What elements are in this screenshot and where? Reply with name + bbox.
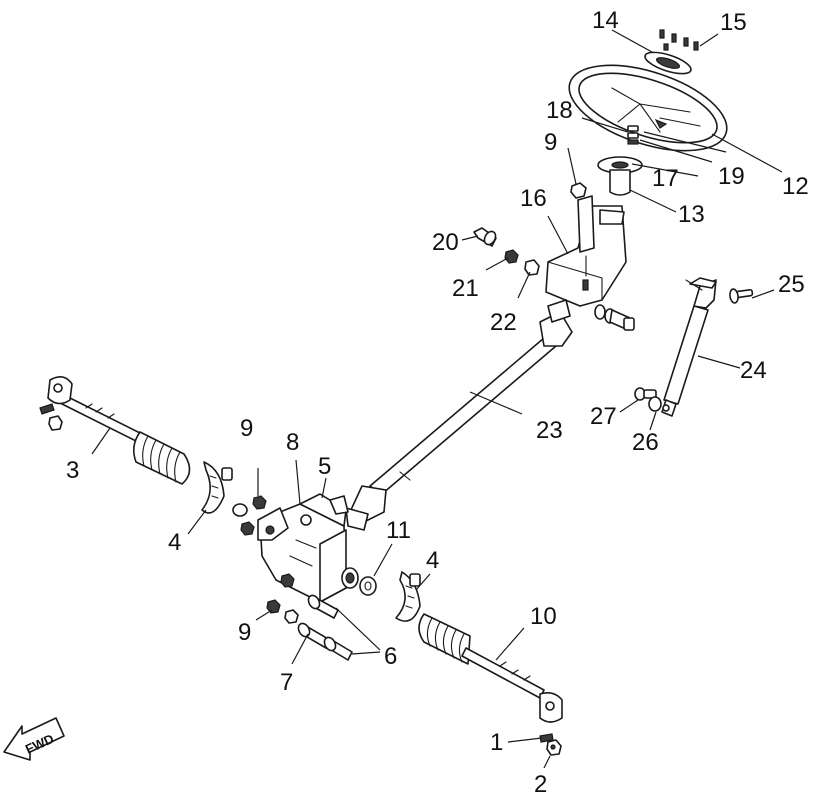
rack-upper-nuts bbox=[232, 495, 267, 536]
steering-rack bbox=[257, 493, 359, 603]
callout-25: 25 bbox=[778, 271, 805, 298]
cap-screws bbox=[659, 29, 699, 51]
callout-3: 3 bbox=[66, 457, 79, 484]
callout-10: 10 bbox=[530, 603, 557, 630]
callout-4-left: 4 bbox=[168, 529, 181, 556]
column-flange bbox=[597, 156, 643, 196]
callout-15: 15 bbox=[720, 9, 747, 36]
callout-9-column: 9 bbox=[544, 129, 557, 156]
callout-27: 27 bbox=[590, 403, 617, 430]
rack-lower-nuts bbox=[266, 573, 299, 624]
callout-8: 8 bbox=[286, 429, 299, 456]
callout-19: 19 bbox=[718, 163, 745, 190]
callout-4-right: 4 bbox=[426, 547, 439, 574]
callout-17: 17 bbox=[652, 165, 679, 192]
bracket-side-bolt bbox=[594, 304, 635, 331]
column-bracket bbox=[545, 195, 627, 307]
rack-washer bbox=[359, 576, 377, 596]
callout-16: 16 bbox=[520, 185, 547, 212]
column-nut bbox=[570, 182, 587, 199]
boot-clamp-left bbox=[201, 461, 233, 514]
callout-24: 24 bbox=[740, 357, 767, 384]
callout-20: 20 bbox=[432, 229, 459, 256]
callout-6: 6 bbox=[384, 643, 397, 670]
callout-21: 21 bbox=[452, 275, 479, 302]
intermediate-shaft bbox=[345, 299, 573, 531]
rack-mounting-bolts bbox=[297, 594, 353, 661]
bracket-nut bbox=[504, 249, 519, 264]
callout-22: 22 bbox=[490, 309, 517, 336]
strut-bolt bbox=[634, 387, 657, 401]
wheel-spacers bbox=[627, 125, 639, 145]
tie-rod-left bbox=[39, 376, 143, 443]
callout-23: 23 bbox=[536, 417, 563, 444]
callout-18: 18 bbox=[546, 97, 573, 124]
gas-strut bbox=[661, 277, 717, 417]
callout-9-rack-upper: 9 bbox=[240, 415, 253, 442]
tie-rod-right bbox=[461, 647, 563, 723]
callout-12: 12 bbox=[782, 173, 809, 200]
bracket-washer bbox=[524, 259, 540, 276]
callout-5: 5 bbox=[318, 453, 331, 480]
callout-7: 7 bbox=[280, 669, 293, 696]
callout-2: 2 bbox=[534, 771, 547, 798]
boot-left bbox=[132, 431, 191, 485]
boot-clamp-right bbox=[395, 571, 421, 622]
castle-nut bbox=[546, 739, 562, 756]
callout-1: 1 bbox=[490, 729, 503, 756]
callout-26: 26 bbox=[632, 429, 659, 456]
steering-wheel bbox=[568, 64, 728, 152]
boot-right bbox=[418, 613, 471, 665]
leader-lines bbox=[91, 29, 783, 769]
callout-11: 11 bbox=[386, 517, 411, 544]
fwd-arrow-icon: FWD bbox=[3, 717, 65, 761]
callout-9-rack-lower: 9 bbox=[238, 619, 251, 646]
callout-13: 13 bbox=[678, 201, 705, 228]
bracket-bolt bbox=[473, 227, 497, 247]
wheel-cap bbox=[644, 51, 692, 75]
strut-washer bbox=[648, 396, 662, 412]
callout-14: 14 bbox=[592, 7, 619, 34]
strut-pin bbox=[729, 288, 754, 304]
